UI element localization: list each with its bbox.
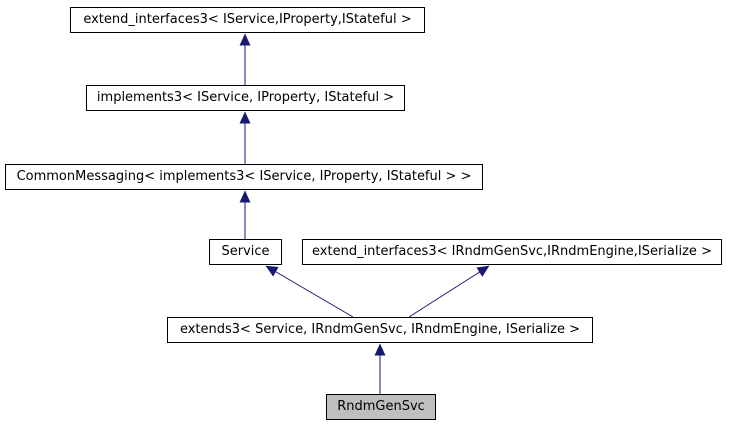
node-rndmgensvc: RndmGenSvc [326, 394, 436, 420]
inheritance-arrow-extends3-to-extend-interfaces3 [408, 265, 490, 318]
inheritance-arrow-extends3-to-service [265, 265, 354, 318]
node-extend-interfaces3-iservice[interactable]: extend_interfaces3< IService,IProperty,I… [70, 7, 425, 33]
node-implements3[interactable]: implements3< IService, IProperty, IState… [86, 85, 405, 111]
node-service[interactable]: Service [209, 239, 282, 265]
node-extend-interfaces3-irndmgensvc[interactable]: extend_interfaces3< IRndmGenSvc,IRndmEng… [302, 239, 722, 265]
node-commonmessaging[interactable]: CommonMessaging< implements3< IService, … [5, 164, 483, 190]
node-extends3[interactable]: extends3< Service, IRndmGenSvc, IRndmEng… [167, 317, 593, 343]
